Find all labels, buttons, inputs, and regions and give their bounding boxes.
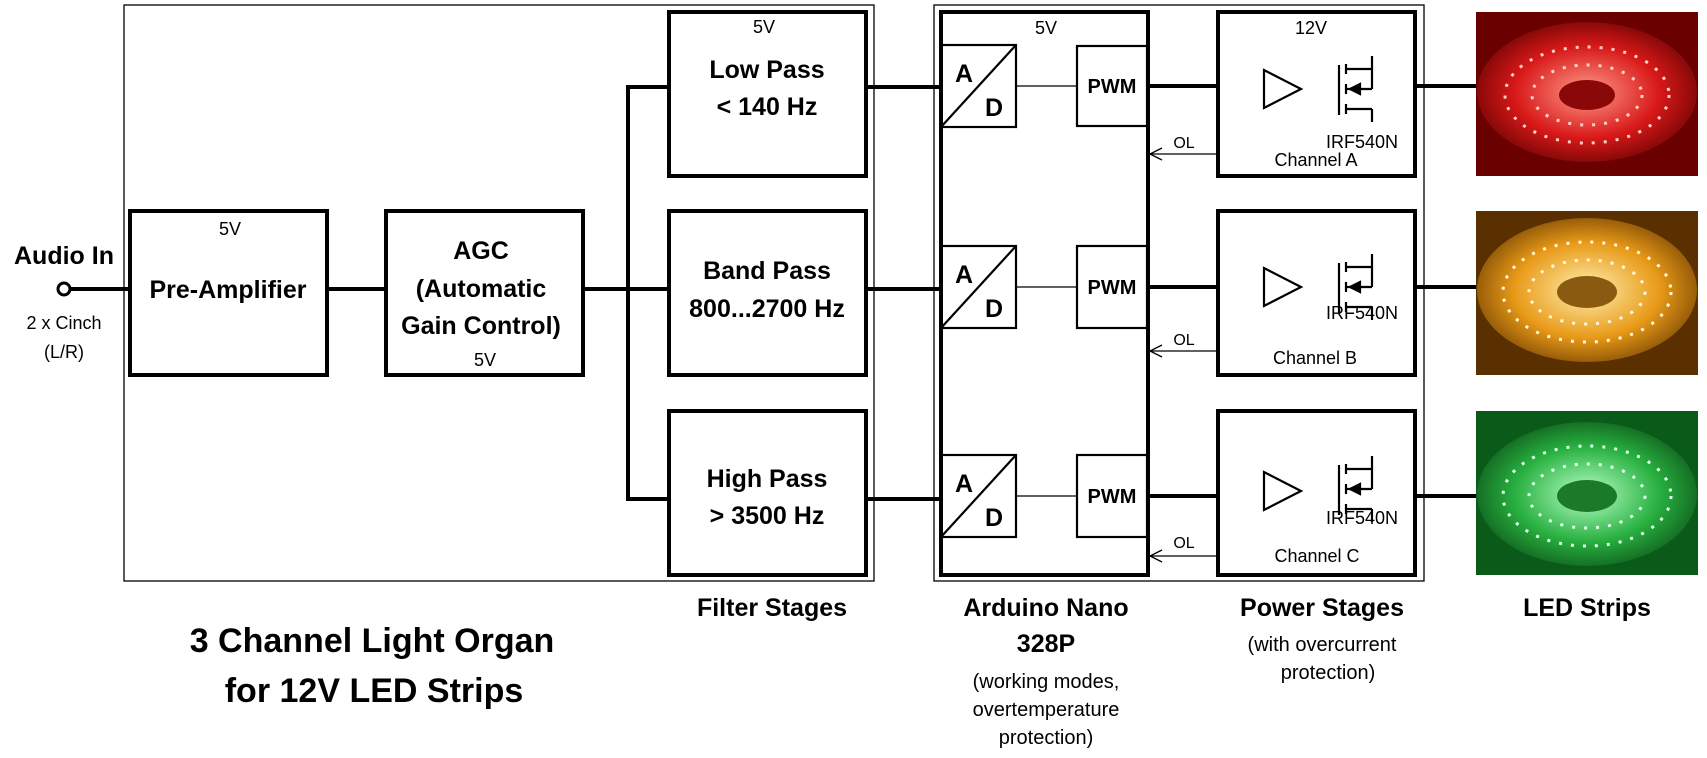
bandpass-block (667, 209, 868, 377)
power-stages-caption: Power Stages (1240, 594, 1404, 622)
arduino-caption-line2: 328P (1017, 630, 1075, 658)
power-stage-b (1216, 209, 1417, 377)
channel-b-label: Channel B (1273, 348, 1357, 368)
adc-b-letter-a: A (955, 261, 973, 289)
power-sub-line2: protection) (1281, 662, 1376, 684)
adc-c-letter-d: D (985, 504, 1003, 532)
highpass-line2: > 3500 Hz (710, 502, 825, 530)
overload-feedback-c: OL (1148, 535, 1218, 563)
adc-a-letter-d: D (985, 94, 1003, 122)
power-voltage: 12V (1295, 18, 1327, 38)
lowpass-block (667, 10, 868, 178)
agc-line2: (Automatic (416, 275, 547, 303)
preamp-voltage: 5V (219, 219, 241, 239)
lowpass-line2: < 140 Hz (717, 93, 818, 121)
preamp-block (128, 209, 329, 377)
diagram-title-line1: 3 Channel Light Organ (190, 622, 555, 660)
channel-a-label: Channel A (1274, 150, 1357, 170)
lowpass-voltage: 5V (753, 17, 775, 37)
driver-amp-icon-b (1262, 266, 1304, 308)
bandpass-line2: 800...2700 Hz (689, 295, 845, 323)
arduino-voltage: 5V (1035, 18, 1057, 38)
digital-power-section-frame (933, 4, 1425, 582)
bandpass-line1: Band Pass (703, 257, 831, 285)
led-strip-green-image (1476, 411, 1698, 575)
adc-c-letter-a: A (955, 470, 973, 498)
arduino-sub-line3: protection) (999, 727, 1094, 749)
adc-b-letter-d: D (985, 295, 1003, 323)
agc-block (384, 209, 585, 377)
overload-feedback-a: OL (1148, 135, 1218, 161)
transistor-label-c: IRF540N (1326, 508, 1398, 528)
arduino-caption-line1: Arduino Nano (963, 594, 1128, 622)
filter-stages-caption: Filter Stages (697, 594, 847, 622)
adc-b-diagonal (940, 245, 1017, 329)
mosfet-icon-c (1337, 456, 1374, 522)
driver-amp-icon-a (1262, 68, 1304, 110)
power-stage-a (1216, 10, 1417, 178)
led-strip-yellow-image (1476, 211, 1698, 375)
adc-a-letter-a: A (955, 60, 973, 88)
diagram-title-line2: for 12V LED Strips (225, 672, 524, 710)
overload-label-a: OL (1173, 135, 1194, 152)
pwm-a-label: PWM (1088, 76, 1137, 98)
highpass-block (667, 409, 868, 577)
pwm-c-label: PWM (1088, 486, 1137, 508)
adc-c-diagonal (940, 454, 1017, 538)
overload-label-c: OL (1173, 535, 1194, 552)
mosfet-icon-a (1337, 56, 1374, 122)
pwm-c-block (1075, 453, 1149, 539)
transistor-label-a: IRF540N (1326, 132, 1398, 152)
mosfet-icon-b (1337, 254, 1374, 320)
power-stage-c (1216, 409, 1417, 577)
lowpass-line1: Low Pass (709, 56, 824, 84)
analog-section-frame (123, 4, 875, 582)
power-sub-line1: (with overcurrent (1248, 634, 1397, 656)
connector-label-line2: (L/R) (44, 342, 84, 362)
led-strips-caption: LED Strips (1523, 594, 1651, 622)
channel-c-label: Channel C (1274, 546, 1359, 566)
pwm-b-block (1075, 244, 1149, 330)
agc-line1: AGC (453, 237, 509, 265)
overload-feedback-b: OL (1148, 332, 1218, 358)
adc-a-diagonal (940, 44, 1017, 128)
audio-jack-icon (56, 281, 72, 297)
agc-line3: Gain Control) (401, 312, 561, 340)
arduino-sub-line2: overtemperature (973, 699, 1120, 721)
agc-voltage: 5V (474, 350, 496, 370)
preamp-label: Pre-Amplifier (150, 276, 307, 304)
pwm-b-label: PWM (1088, 277, 1137, 299)
highpass-line1: High Pass (707, 465, 828, 493)
overload-label-b: OL (1173, 332, 1194, 349)
transistor-label-b: IRF540N (1326, 303, 1398, 323)
pwm-a-block (1075, 44, 1149, 128)
led-strip-red-image (1476, 12, 1698, 176)
audio-in-label: Audio In (14, 242, 114, 270)
arduino-sub-line1: (working modes, (973, 671, 1120, 693)
connector-label-line1: 2 x Cinch (26, 313, 101, 333)
driver-amp-icon-c (1262, 470, 1304, 512)
